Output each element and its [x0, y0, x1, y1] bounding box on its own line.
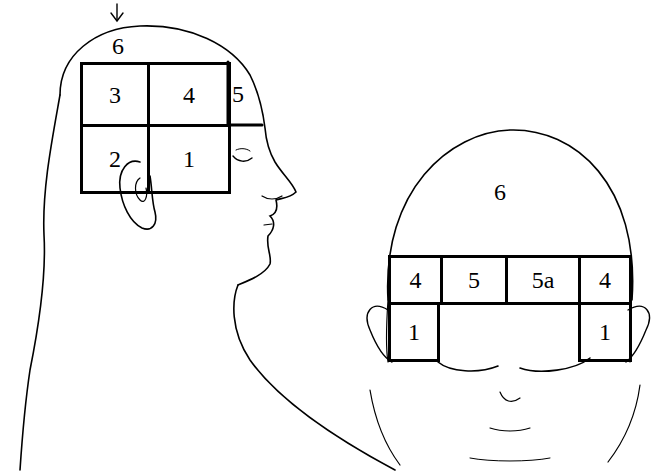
region-number: 4: [410, 268, 422, 292]
region-number: 5: [232, 82, 244, 106]
region-box: 4: [388, 255, 443, 305]
region-number: 6: [494, 180, 506, 204]
region-box: 5: [440, 255, 508, 305]
region-number: 1: [599, 320, 611, 344]
region-box: 2: [80, 124, 150, 194]
region-box: 4: [578, 255, 632, 305]
region-number: 1: [408, 320, 420, 344]
region-number: 5: [468, 268, 480, 292]
region-box: 5a: [505, 255, 581, 305]
region-box: 1: [578, 302, 632, 362]
region-number: 4: [183, 83, 195, 107]
region-number: 6: [112, 34, 124, 58]
region-number: 4: [599, 268, 611, 292]
region-number: 2: [109, 147, 121, 171]
region-number: 1: [183, 147, 195, 171]
region-box: 1: [147, 124, 231, 194]
region-number: 5a: [532, 268, 555, 292]
region-box: 3: [80, 62, 150, 127]
region-number: 3: [109, 83, 121, 107]
region-box: 1: [388, 302, 440, 362]
region-box: 4: [147, 62, 231, 127]
